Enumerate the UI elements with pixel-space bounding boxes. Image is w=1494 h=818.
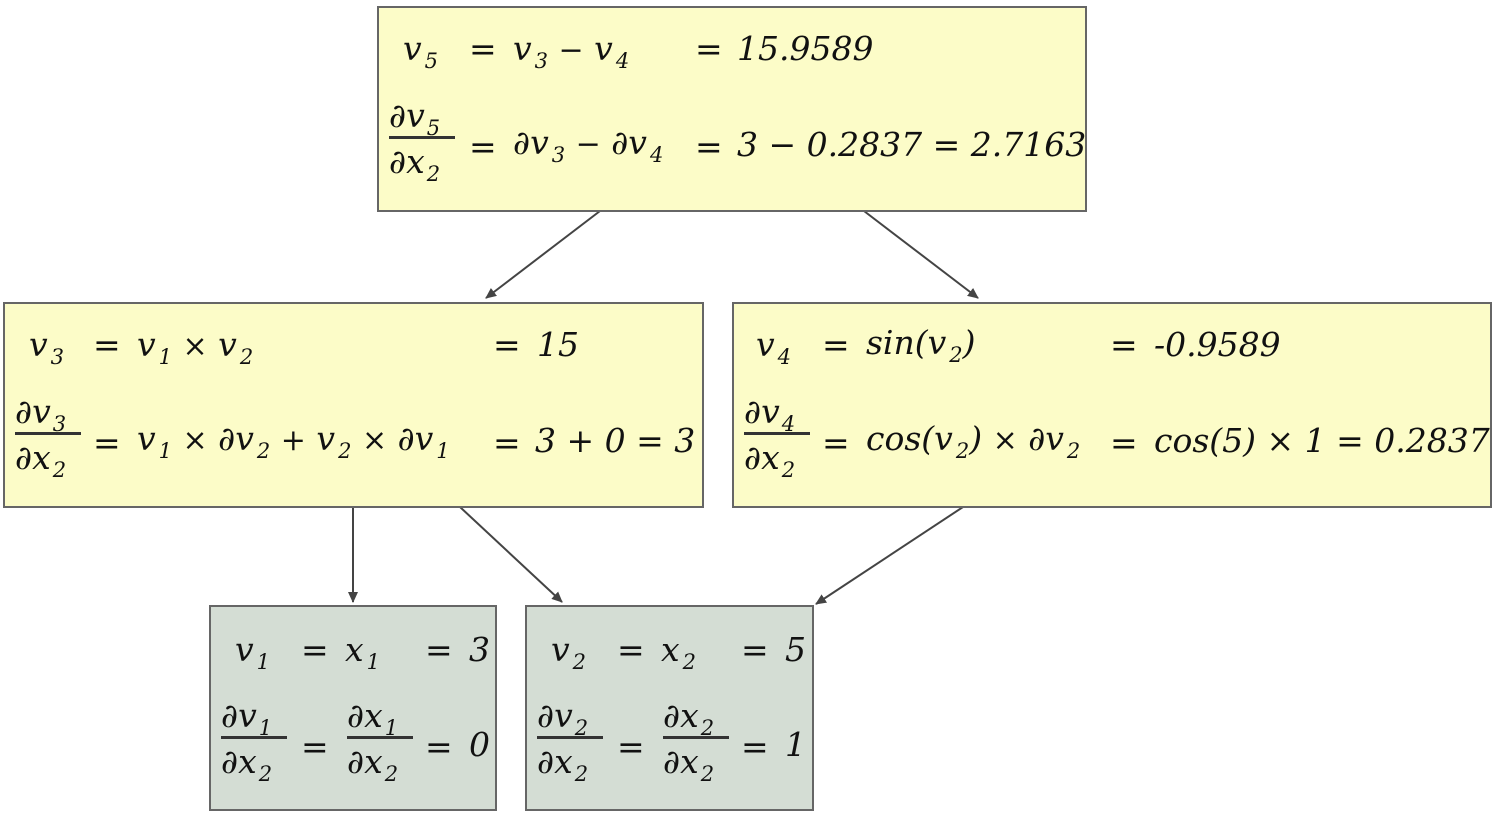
fraction-bar — [347, 736, 413, 739]
v3-value: 15 — [537, 325, 579, 364]
v2-value: 5 — [785, 630, 806, 669]
v4-symbol: v — [756, 325, 775, 364]
edge-v3-v2 — [459, 506, 563, 603]
fraction-bar — [15, 432, 81, 435]
v5-value: 15.9589 — [737, 29, 874, 68]
v1-value: 3 — [469, 630, 490, 669]
v4-eq: = — [822, 325, 850, 364]
v1-eq2: = — [425, 630, 453, 669]
v2-eq: = — [617, 630, 645, 669]
edge-v5-v4 — [863, 210, 979, 299]
v3-eq2: = — [493, 325, 521, 364]
fraction-bar — [537, 736, 603, 739]
v4-eq2: = — [1110, 325, 1138, 364]
v2-deriv-result: 1 — [785, 725, 806, 764]
v5-symbol: v — [403, 29, 422, 68]
v5-deriv-eq: = — [469, 127, 497, 166]
v5-eq2: = — [695, 29, 723, 68]
fraction-bar — [221, 736, 287, 739]
v5-eq: = — [469, 29, 497, 68]
fraction-bar — [389, 136, 455, 139]
v5-deriv-eq2: = — [695, 127, 723, 166]
fraction-bar — [744, 432, 810, 435]
v1-deriv-eq2: = — [425, 727, 453, 766]
v4-value: -0.9589 — [1154, 325, 1281, 364]
v4-deriv-eq2: = — [1110, 423, 1138, 462]
v2-eq2: = — [741, 630, 769, 669]
edge-v5-v3 — [485, 210, 601, 299]
v5-deriv-result: 3 − 0.2837 = 2.7163 — [737, 125, 1087, 164]
v2-deriv-eq: = — [617, 727, 645, 766]
fraction-bar — [663, 736, 729, 739]
v3-deriv-result: 3 + 0 = 3 — [535, 421, 696, 460]
v1-eq: = — [301, 630, 329, 669]
v1-symbol: v — [235, 630, 254, 669]
edge-v4-v2 — [815, 506, 964, 605]
v2-symbol: v — [551, 630, 570, 669]
v3-deriv-eq: = — [93, 423, 121, 462]
v3-deriv-eq2: = — [493, 423, 521, 462]
v3-symbol: v — [29, 325, 48, 364]
v1-deriv-result: 0 — [469, 725, 490, 764]
v1-deriv-eq: = — [301, 727, 329, 766]
v3-eq: = — [93, 325, 121, 364]
v4-deriv-eq: = — [822, 423, 850, 462]
v2-deriv-eq2: = — [741, 727, 769, 766]
v4-deriv-result: cos(5) × 1 = 0.2837 — [1154, 421, 1490, 460]
